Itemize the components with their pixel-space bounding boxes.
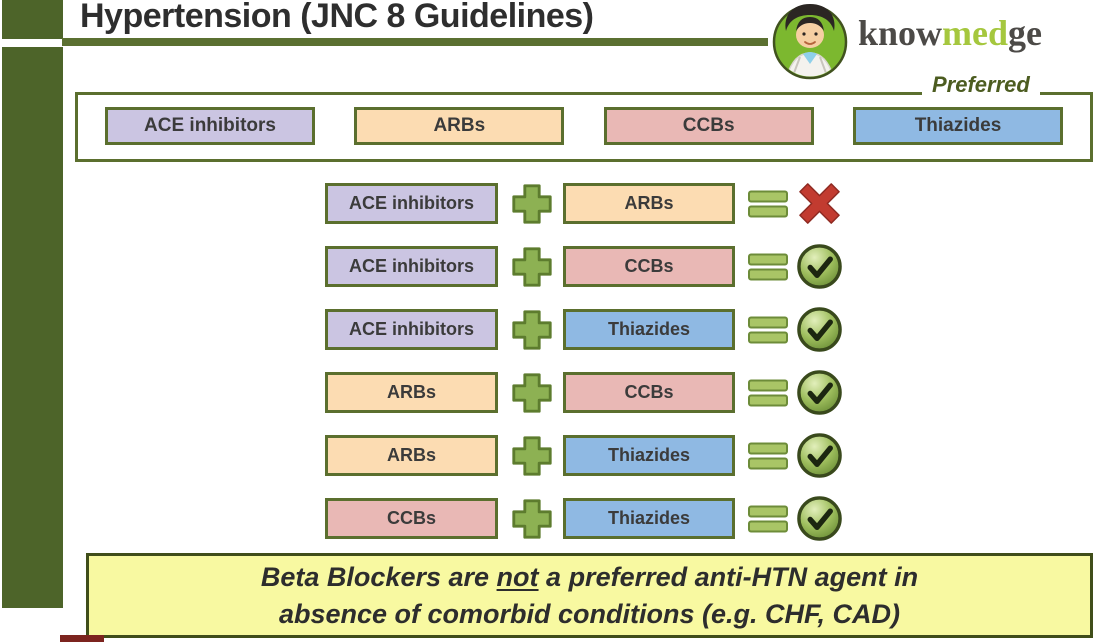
preferred-drug-box: CCBs: [603, 107, 814, 145]
drug-box-left: ARBs: [325, 435, 498, 476]
plus-icon: [509, 496, 555, 542]
equals-icon: [748, 316, 788, 344]
plus-icon: [509, 370, 555, 416]
red-x-icon: [796, 180, 843, 227]
footnote-text: a preferred anti-HTN agent in: [546, 562, 919, 592]
footnote-line-1: Beta Blockers are not a preferred anti-H…: [89, 559, 1090, 596]
drug-box-right: ARBs: [563, 183, 735, 224]
left-accent-bar: [2, 0, 63, 608]
preferred-drug-box: ARBs: [354, 107, 565, 145]
combination-row: ACE inhibitors ARBs: [325, 183, 843, 224]
brand-wordmark: knowmedge: [858, 12, 1042, 54]
drug-box-right: CCBs: [563, 246, 735, 287]
check-icon: [796, 306, 843, 353]
brand-ge: ge: [1008, 13, 1043, 53]
equals-icon: [748, 253, 788, 281]
equals-icon: [748, 442, 788, 470]
equals-icon: [748, 190, 788, 218]
plus-icon: [509, 181, 555, 227]
combination-row: ARBs Thiazides: [325, 432, 843, 479]
bottom-accent-fragment: [60, 635, 104, 642]
footnote-box: Beta Blockers are not a preferred anti-H…: [86, 553, 1093, 638]
plus-icon: [509, 433, 555, 479]
preferred-drug-list: ACE inhibitors ARBs CCBs Thiazides: [105, 107, 1063, 145]
check-icon: [796, 495, 843, 542]
equals-icon: [748, 379, 788, 407]
combination-row: CCBs Thiazides: [325, 495, 843, 542]
doctor-avatar-icon: [770, 1, 850, 81]
brand-know: know: [858, 13, 943, 53]
drug-box-left: ACE inhibitors: [325, 246, 498, 287]
check-icon: [796, 243, 843, 290]
preferred-drug-box: Thiazides: [852, 107, 1063, 145]
drug-box-right: Thiazides: [563, 309, 735, 350]
preferred-label: Preferred: [922, 72, 1040, 98]
combination-row: ARBs CCBs: [325, 369, 843, 416]
check-icon: [796, 432, 843, 479]
left-accent-bar-gap: [2, 39, 63, 47]
drug-box-right: Thiazides: [563, 435, 735, 476]
drug-box-left: CCBs: [325, 498, 498, 539]
page-title: Hypertension (JNC 8 Guidelines): [80, 0, 594, 35]
plus-icon: [509, 244, 555, 290]
check-icon: [796, 369, 843, 416]
drug-box-right: Thiazides: [563, 498, 735, 539]
drug-box-left: ARBs: [325, 372, 498, 413]
drug-box-left: ACE inhibitors: [325, 183, 498, 224]
brand-med: med: [942, 13, 1009, 53]
drug-box-right: CCBs: [563, 372, 735, 413]
footnote-line-2: absence of comorbid conditions (e.g. CHF…: [278, 599, 901, 629]
preferred-container: ACE inhibitors ARBs CCBs Thiazides: [75, 92, 1093, 162]
combination-row: ACE inhibitors Thiazides: [325, 306, 843, 353]
footnote-underlined-word: not: [496, 562, 539, 592]
combination-row: ACE inhibitors CCBs: [325, 243, 843, 290]
plus-icon: [509, 307, 555, 353]
footnote-text: Beta Blockers are: [260, 562, 490, 592]
preferred-drug-box: ACE inhibitors: [105, 107, 315, 145]
equals-icon: [748, 505, 788, 533]
drug-box-left: ACE inhibitors: [325, 309, 498, 350]
title-underline: [62, 38, 768, 46]
